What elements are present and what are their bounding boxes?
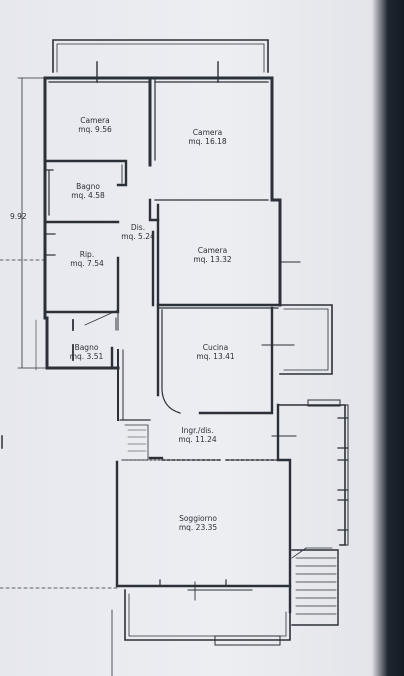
room-area: mq. 23.35 [178,523,218,532]
cucina-balcony [279,304,333,375]
room-area: mq. 4.58 [71,191,105,200]
room-label-bagno-1: Bagno mq. 4.58 [68,182,108,200]
room-name: Camera [197,246,228,255]
room-label-camera-3: Camera mq. 13.32 [185,246,240,264]
top-terrace [52,39,269,73]
room-name: Rip. [79,250,95,259]
room-name: Soggiorno [179,514,217,523]
room-label-ingr: Ingr./dis. mq. 11.24 [170,426,225,444]
room-name: Bagno [74,343,99,352]
wall-soggiorno [115,460,292,588]
room-area: mq. 11.24 [178,435,217,444]
dimension-label: 9.92 [10,212,27,221]
room-area: mq. 16.18 [188,137,227,146]
room-name: Ingr./dis. [181,426,214,435]
room-label-rip: Rip. mq. 7.54 [62,250,112,268]
outer-wall-right-upper [270,198,282,307]
room-label-cucina: Cucina mq. 13.41 [188,343,243,361]
room-name: Cucina [202,343,229,352]
room-area: mq. 9.56 [78,125,112,134]
wall-bagno1 [45,159,128,187]
room-area: mq. 13.32 [193,255,232,264]
room-area: mq. 13.41 [196,352,235,361]
room-name: Dis. [130,223,146,232]
room-name: Camera [80,116,110,125]
room-label-camera-2: Camera mq. 16.18 [180,128,235,146]
outer-wall-left [43,76,120,370]
outer-wall-top [43,76,274,202]
dimension-line [17,77,46,369]
bottom-terrace [124,589,291,641]
room-label-camera-1: Camera mq. 9.56 [70,116,120,134]
room-label-bagno-2: Bagno mq. 3.51 [64,343,109,361]
room-name: Camera [192,128,223,137]
right-bay [277,404,346,546]
stairs [291,549,339,626]
room-area: mq. 3.51 [69,352,104,361]
room-area: mq. 5.24 [121,232,155,241]
room-label-soggiorno: Soggiorno mq. 23.35 [168,514,228,532]
room-label-dis: Dis. mq. 5.24 [118,223,158,241]
room-name: Bagno [76,182,100,191]
room-area: mq. 7.54 [70,259,104,268]
